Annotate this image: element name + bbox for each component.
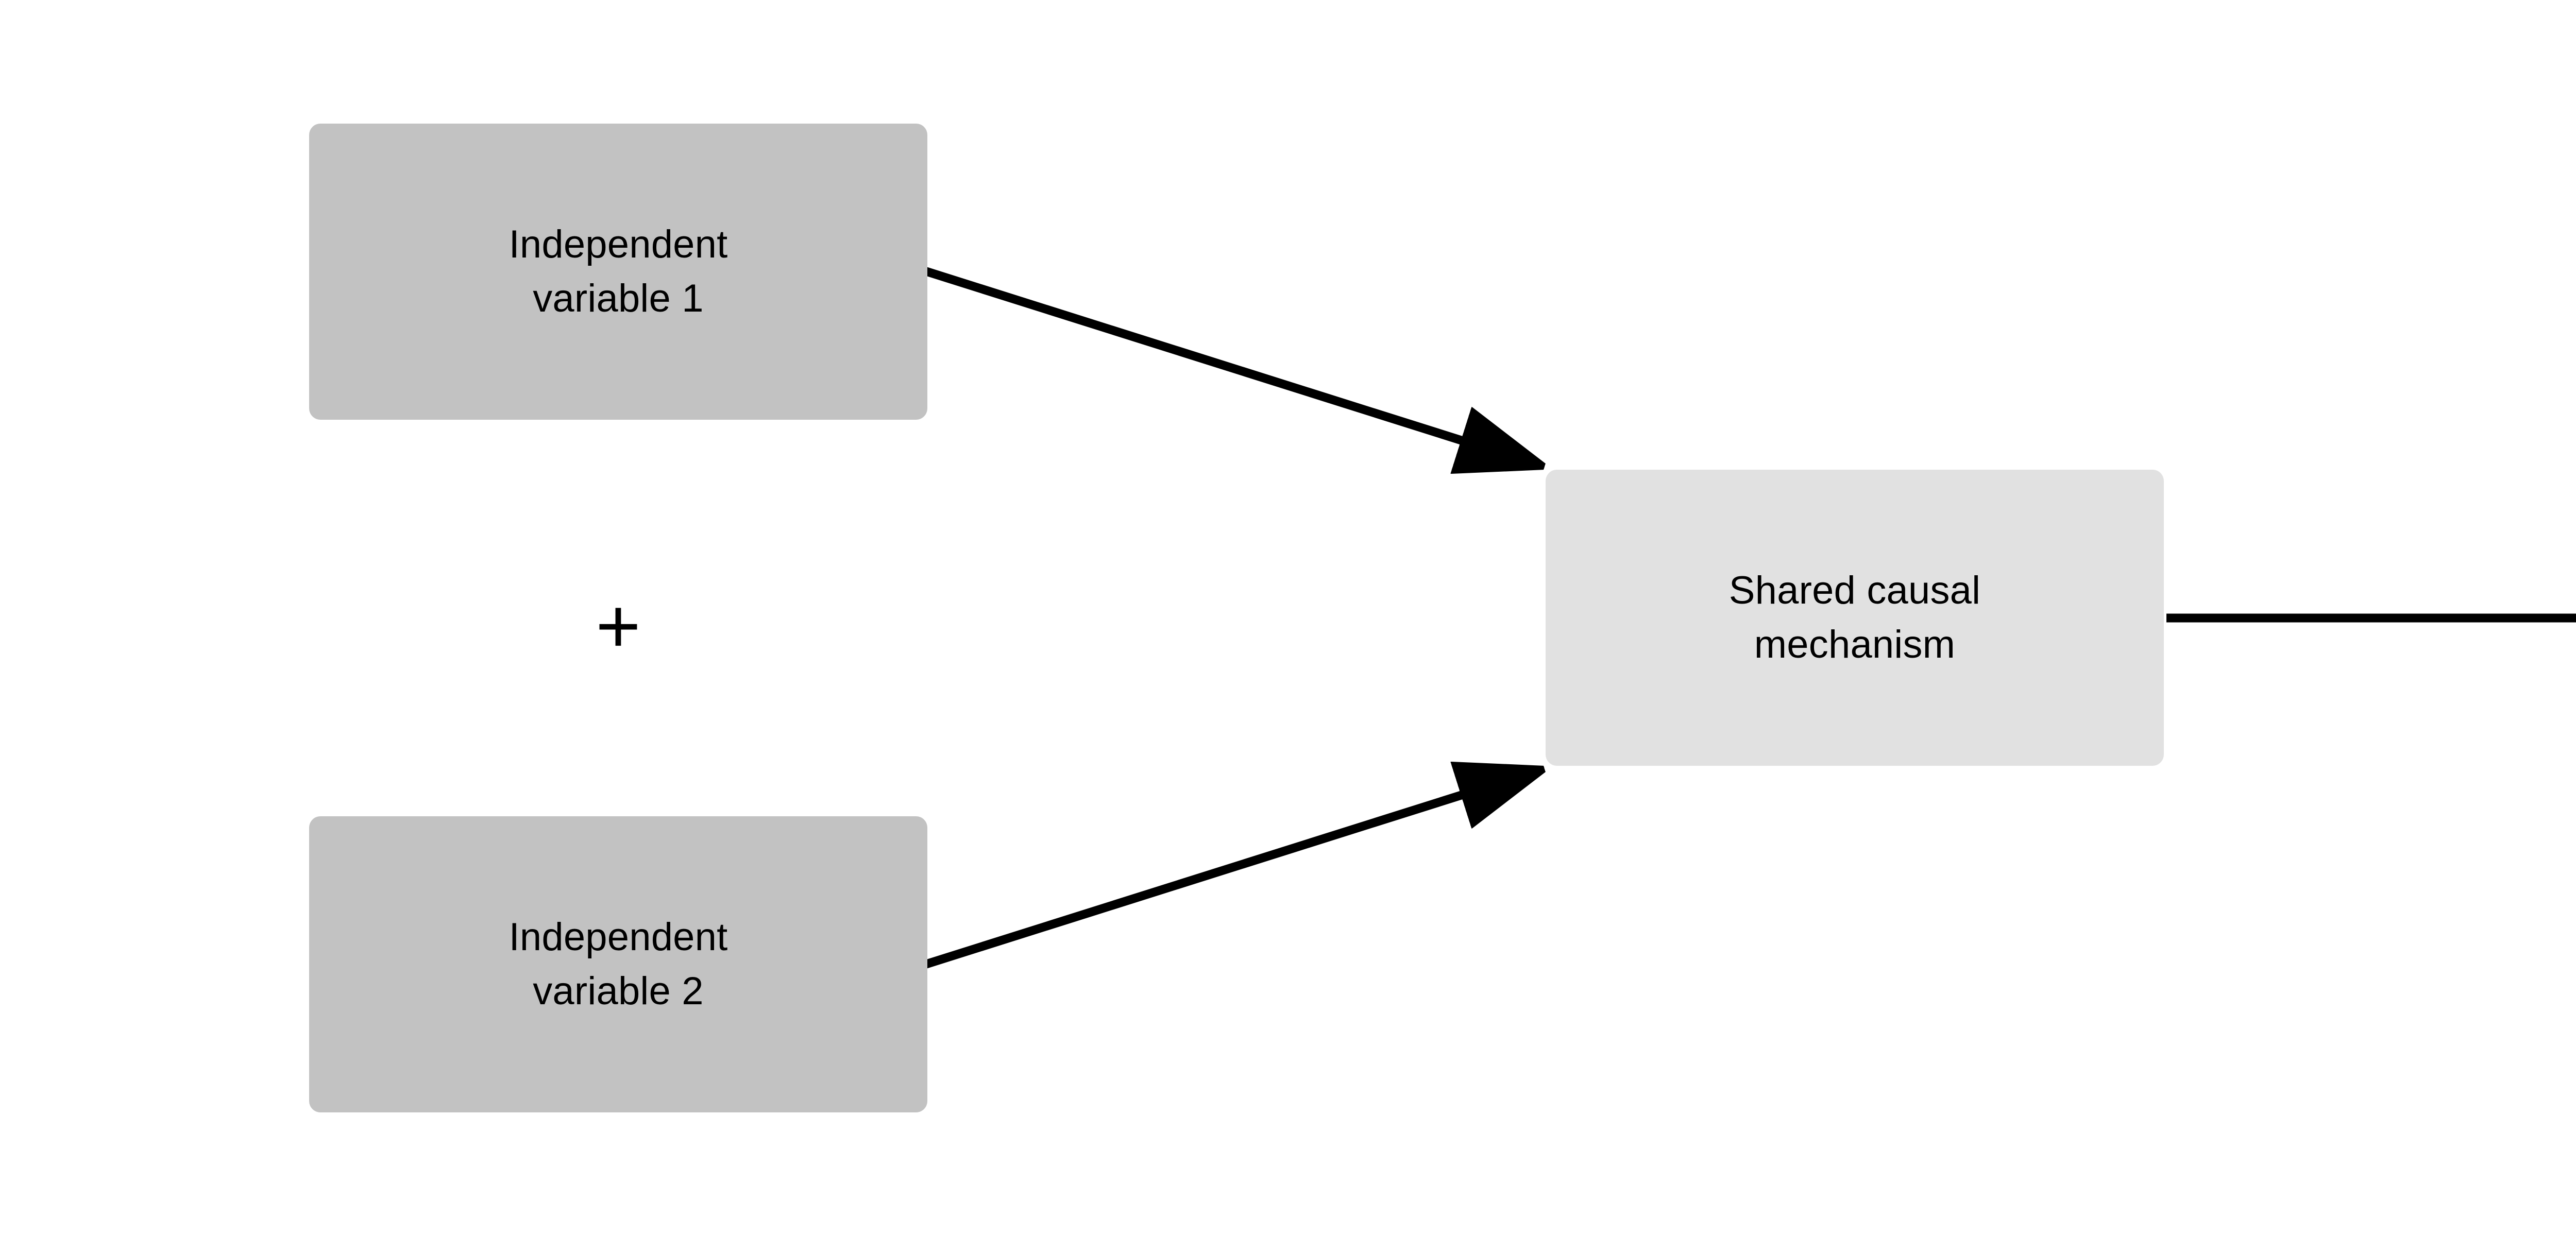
node-shared-causal-mechanism-label: Shared causal mechanism	[1728, 568, 1981, 666]
node-independent-variable-1[interactable]: Independent variable 1	[309, 124, 927, 420]
edge-iv1-to-mechanism	[922, 267, 1538, 465]
plus-operator-icon: +	[562, 569, 675, 682]
node-independent-variable-2[interactable]: Independent variable 2	[309, 816, 927, 1112]
plus-operator-symbol: +	[596, 582, 641, 669]
edge-iv2-to-mechanism	[922, 771, 1538, 969]
node-shared-causal-mechanism[interactable]: Shared causal mechanism	[1546, 470, 2164, 766]
node-independent-variable-2-label: Independent variable 2	[509, 915, 728, 1013]
node-independent-variable-1-label: Independent variable 1	[509, 222, 728, 320]
